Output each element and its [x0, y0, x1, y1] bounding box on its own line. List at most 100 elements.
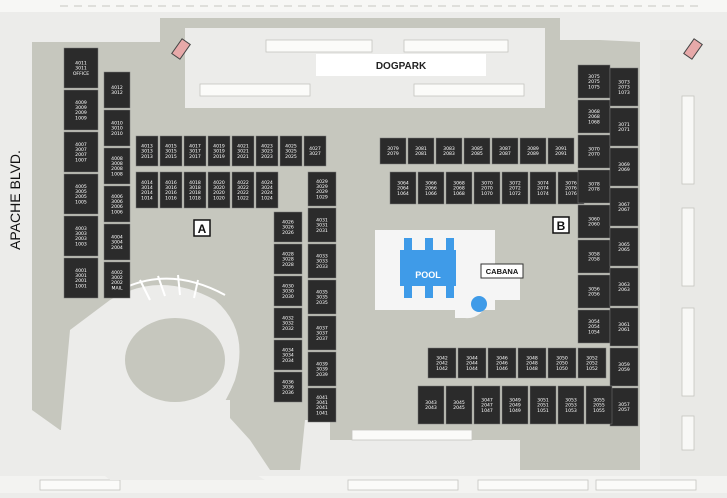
pool-label: POOL: [415, 270, 441, 280]
lower-parking-bay: [351, 429, 473, 441]
unit-center-b-2-block: [307, 243, 337, 279]
unit-center-a-4-block: [273, 339, 303, 371]
cabana-box: [480, 263, 524, 279]
unit-right-3-block: [609, 187, 639, 227]
road-label: APACHE BLVD.: [7, 150, 23, 250]
entry-sign-right: [683, 38, 703, 60]
roundabout: [60, 274, 265, 480]
unit-top-a-0-block: [135, 135, 159, 167]
unit-under-a-5-block: [255, 171, 279, 209]
entry-sign-left: [171, 38, 191, 60]
unit-bottom-2-block: [487, 347, 517, 379]
unit-center-a-5-block: [273, 371, 303, 403]
unit-under-b-2-block: [445, 171, 473, 205]
unit-top-b-5-block: [519, 137, 547, 165]
unit-right-4-block: [609, 227, 639, 267]
unit-left-0-block: [63, 47, 99, 89]
unit-under-b-3-block: [473, 171, 501, 205]
unit-right-0-block: [609, 67, 639, 107]
right-parking-islands: [681, 95, 695, 451]
unit-bottom-1-block: [457, 347, 487, 379]
top-street: [0, 0, 727, 12]
unit-right-2-block: [609, 147, 639, 187]
pool: [400, 238, 456, 298]
unit-center-b-0-block: [307, 171, 337, 207]
building-a-label: A: [198, 222, 207, 236]
unit-top-a-2-block: [183, 135, 207, 167]
unit-left-5-block: [63, 257, 99, 299]
unit-left-3-block: [63, 173, 99, 215]
unit-top-a-6-block: [279, 135, 303, 167]
unit-right-inner-5-block: [577, 239, 611, 274]
unit-center-a-2-block: [273, 275, 303, 307]
unit-top-b-0-block: [379, 137, 407, 165]
unit-center-b-1-block: [307, 207, 337, 243]
unit-right-1-block: [609, 107, 639, 147]
building-b-label: B: [557, 219, 566, 233]
unit-bottom2-5-block: [557, 385, 585, 425]
unit-top-a-3-block: [207, 135, 231, 167]
unit-top-a-7-block: [303, 135, 327, 167]
unit-right-inner-7-block: [577, 309, 611, 344]
unit-left2-0-block: [103, 71, 131, 109]
unit-under-a-4-block: [231, 171, 255, 209]
unit-under-b-5-block: [529, 171, 557, 205]
unit-center-a-0-block: [273, 211, 303, 243]
unit-under-b-4-block: [501, 171, 529, 205]
unit-under-b-0-block: [389, 171, 417, 205]
building-b-marker: [552, 216, 570, 234]
spa: [471, 296, 487, 312]
unit-top-a-5-block: [255, 135, 279, 167]
